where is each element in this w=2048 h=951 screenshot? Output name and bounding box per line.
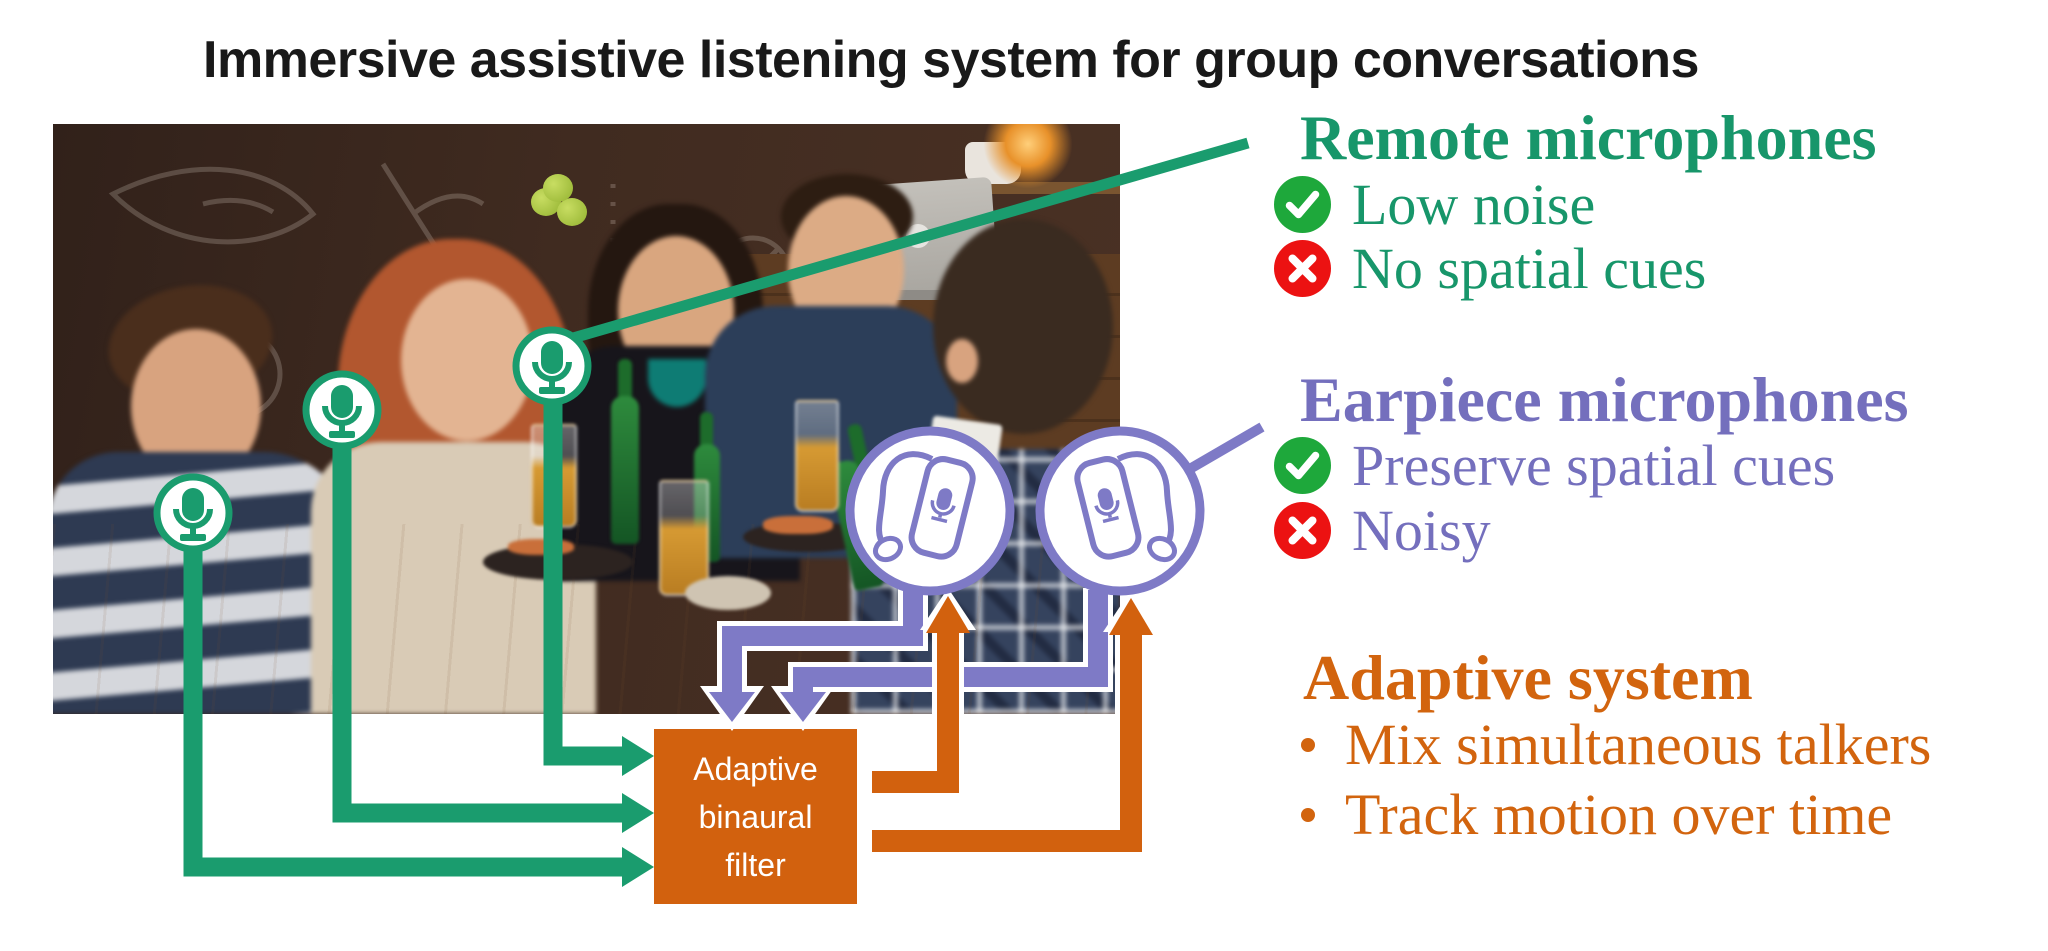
bullet-icon: [1301, 807, 1315, 822]
filter-box-line: Adaptive: [693, 750, 818, 787]
adaptive-bullet-label: Track motion over time: [1345, 782, 1893, 847]
remote-con-row: No spatial cues: [1274, 236, 1707, 301]
snack-bowl: [685, 576, 771, 610]
earpiece-pro-label: Preserve spatial cues: [1352, 433, 1836, 498]
cross-circle-icon: [1274, 240, 1331, 297]
beer-glass: [531, 424, 577, 528]
check-circle-icon: [1274, 437, 1331, 494]
green-bottle: [611, 396, 639, 544]
table-items: [53, 124, 1120, 714]
remote-con-label: No spatial cues: [1352, 236, 1707, 301]
page-title: Immersive assistive listening system for…: [203, 31, 1699, 89]
earpiece-con-row: Noisy: [1274, 498, 1491, 563]
person-3-teal-top: [648, 359, 706, 407]
filter-box-line: filter: [725, 846, 786, 883]
earpiece-con-label: Noisy: [1352, 498, 1491, 563]
adaptive-bullet-row: Track motion over time: [1301, 782, 1893, 847]
remote-pro-label: Low noise: [1352, 172, 1596, 237]
green-apple: [543, 174, 573, 202]
napkins: [925, 415, 1003, 483]
adaptive-bullet-label: Mix simultaneous talkers: [1345, 712, 1932, 777]
check-circle-icon: [1274, 176, 1331, 233]
person-5-ear: [946, 339, 978, 383]
filter-box-line: binaural: [698, 798, 813, 835]
person-2-face: [401, 279, 533, 441]
earpiece-microphones-heading: Earpiece microphones: [1300, 364, 1909, 435]
earpiece-pro-row: Preserve spatial cues: [1274, 433, 1836, 498]
pizza-slice: [508, 539, 574, 555]
adaptive-bullet-row: Mix simultaneous talkers: [1301, 712, 1932, 777]
beer-glass: [659, 480, 709, 596]
beer-glass: [795, 400, 839, 512]
remote-pro-row: Low noise: [1274, 172, 1596, 237]
adaptive-system-heading: Adaptive system: [1303, 642, 1753, 713]
photo-group-conversation: [53, 124, 1120, 714]
adaptive-binaural-filter-box: Adaptive binaural filter: [654, 729, 857, 904]
remote-microphones-heading: Remote microphones: [1300, 102, 1877, 173]
earpiece-callout-line: [1185, 422, 1265, 475]
pizza-slice: [763, 516, 833, 534]
cross-circle-icon: [1274, 502, 1331, 559]
bottle-neck: [618, 359, 632, 403]
bullet-icon: [1301, 737, 1315, 752]
bottle-neck: [700, 412, 713, 450]
